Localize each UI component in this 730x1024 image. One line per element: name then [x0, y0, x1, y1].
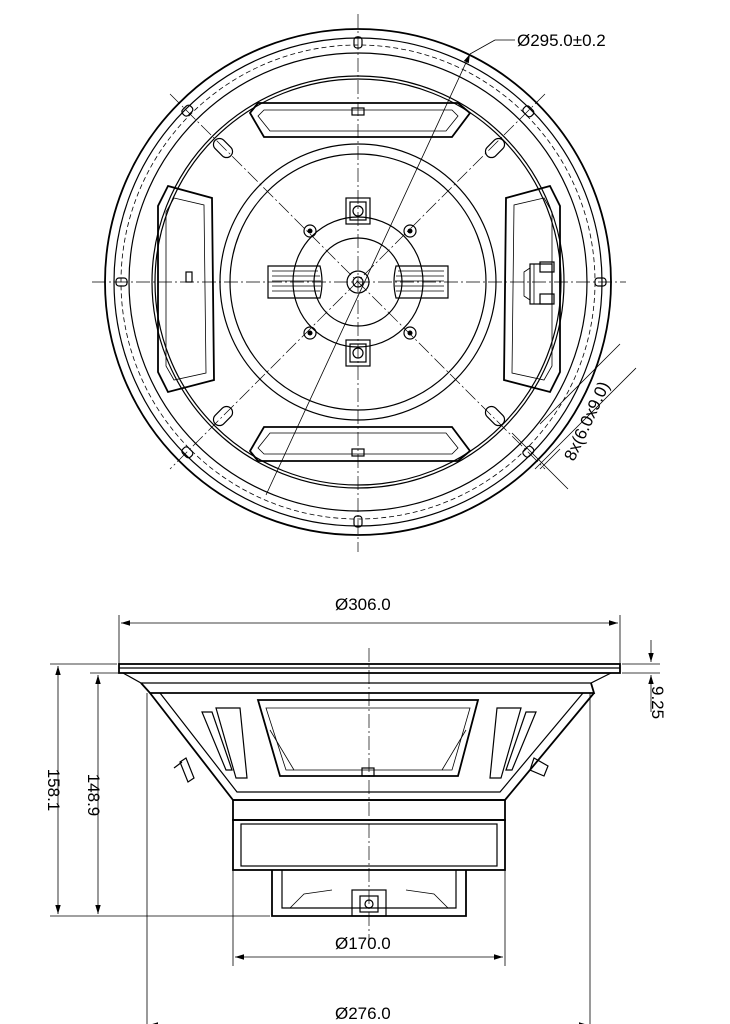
magnet-ring [232, 819, 506, 871]
terminal-blocks [345, 197, 371, 367]
flange-thickness-label: 9.25 [648, 686, 667, 719]
basket-slots [212, 137, 506, 427]
side-view: Ø306.0 9.25 158.1 148.9 Ø170.0 Ø276.0 [44, 595, 667, 1024]
vent-fins [267, 265, 449, 299]
pole-piece [313, 237, 403, 327]
outer-diameter-label: Ø306.0 [335, 595, 391, 614]
magnet-screws [303, 224, 417, 340]
front-view: Ø295.0±0.2 8x(6.0x9.0) [92, 14, 637, 552]
total-depth-label: 158.1 [44, 769, 63, 812]
connector-terminal [523, 261, 555, 305]
baffle-cutout-label: Ø276.0 [335, 1004, 391, 1023]
magnet-outer-ring [219, 143, 497, 421]
basket-windows [157, 102, 561, 462]
frame-outer-ring [104, 28, 612, 536]
depth-label: 148.9 [84, 774, 103, 817]
bolt-circle-diameter-label: Ø295.0±0.2 [517, 31, 606, 50]
magnet-diameter-label: Ø170.0 [335, 934, 391, 953]
mounting-holes [115, 36, 607, 528]
